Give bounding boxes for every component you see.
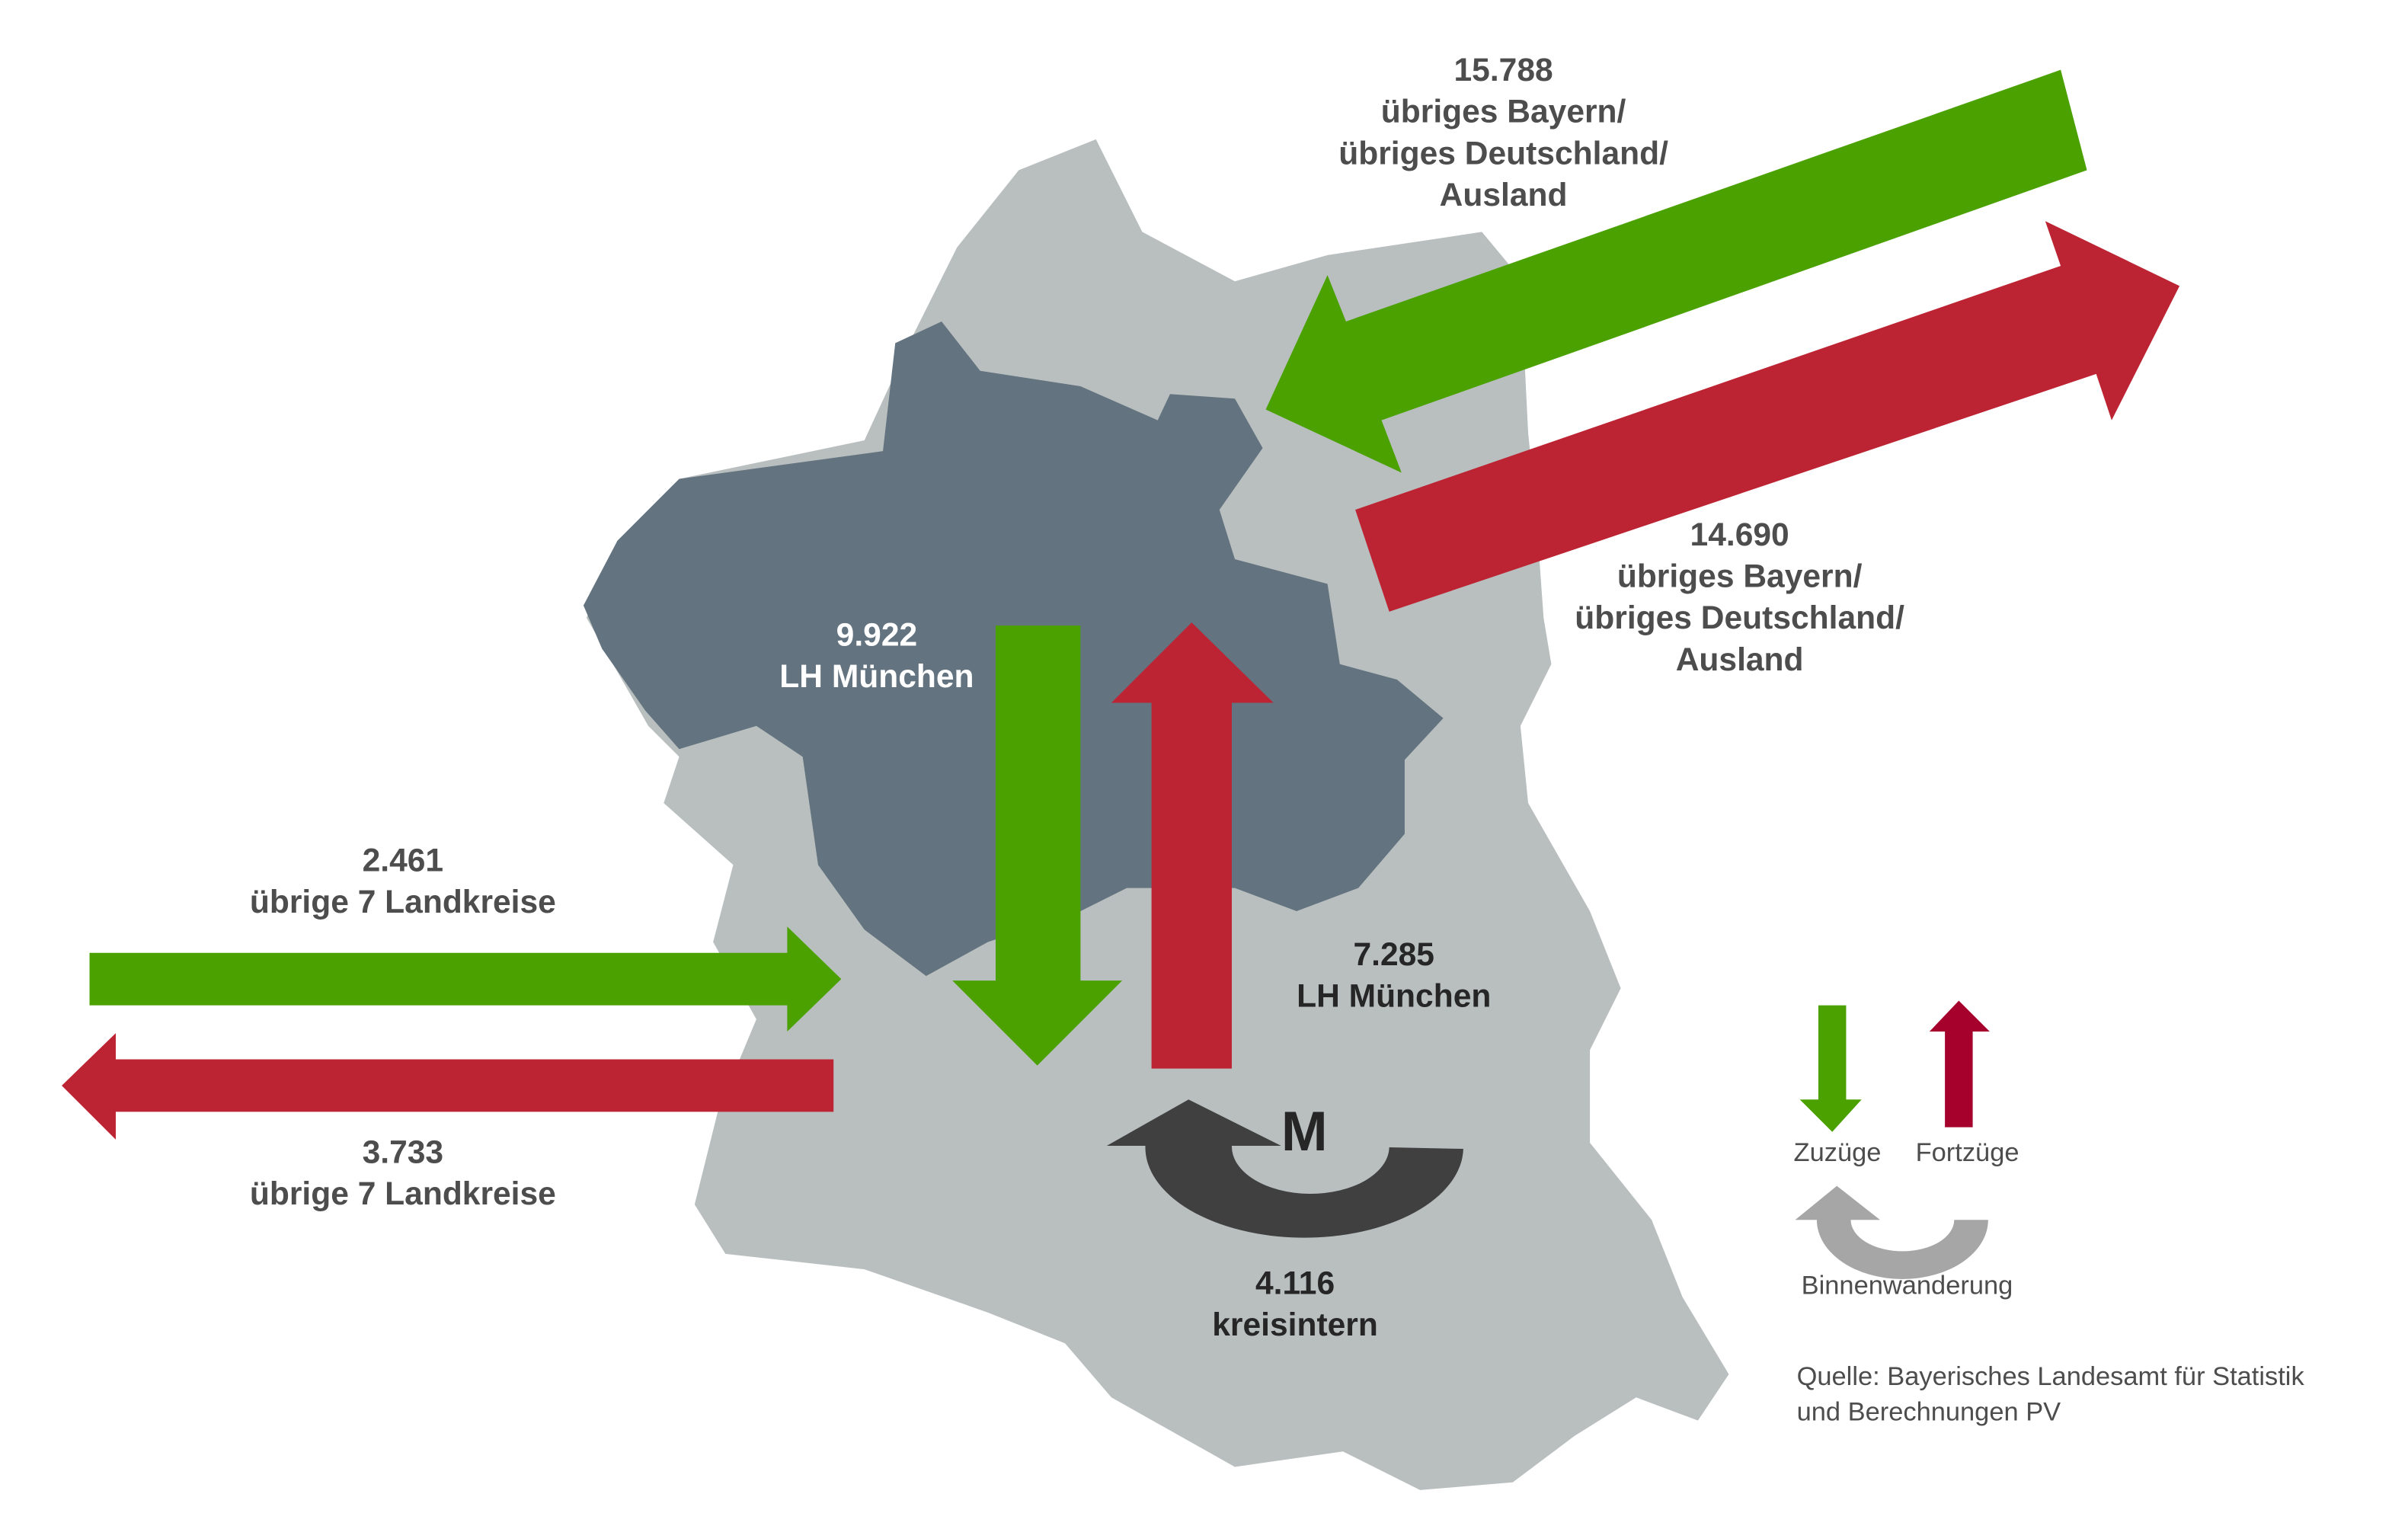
svg-text:Quelle: Bayerisches Landesamt: Quelle: Bayerisches Landesamt für Statis… — [1797, 1362, 2305, 1391]
svg-text:7.285: 7.285 — [1353, 936, 1434, 973]
svg-text:3.733: 3.733 — [363, 1134, 443, 1170]
svg-text:2.461: 2.461 — [363, 842, 443, 878]
internal-migration-arrow — [1106, 1099, 1463, 1238]
legend: Zuzüge Fortzüge Binnenwanderung — [1794, 1000, 2019, 1300]
external-inflow-arrow — [1265, 69, 2087, 473]
legend-inflow-label: Zuzüge — [1794, 1138, 1882, 1167]
svg-text:15.788: 15.788 — [1454, 52, 1553, 88]
city-outflow-arrow — [1111, 622, 1274, 1069]
landkreise-outflow-arrow — [62, 1033, 834, 1140]
svg-text:übriges Bayern/: übriges Bayern/ — [1381, 94, 1626, 130]
svg-text:und Berechnungen PV: und Berechnungen PV — [1797, 1398, 2061, 1427]
landkreise-outflow-label: 3.733 übrige 7 Landkreise — [250, 1134, 556, 1212]
landkreise-inflow-label: 2.461 übrige 7 Landkreise — [250, 842, 556, 920]
legend-outflow-label: Fortzüge — [1916, 1138, 2019, 1167]
source-note: Quelle: Bayerisches Landesamt für Statis… — [1797, 1362, 2305, 1427]
svg-text:Ausland: Ausland — [1440, 177, 1568, 213]
svg-text:LH München: LH München — [779, 658, 974, 695]
landkreise-inflow-arrow — [89, 926, 842, 1032]
svg-text:übrige 7 Landkreise: übrige 7 Landkreise — [250, 1176, 556, 1212]
svg-text:kreisintern: kreisintern — [1212, 1307, 1378, 1343]
svg-text:4.116: 4.116 — [1255, 1265, 1335, 1302]
map-marker-m: M — [1281, 1101, 1328, 1163]
legend-outflow-arrow-icon — [1929, 1000, 1990, 1128]
svg-text:9.922: 9.922 — [836, 616, 917, 653]
city-outflow-label: 7.285 LH München — [1297, 936, 1491, 1015]
external-outflow-label: 14.690 übriges Bayern/ übriges Deutschla… — [1575, 517, 1904, 678]
svg-text:übriges Deutschland/: übriges Deutschland/ — [1338, 135, 1668, 171]
internal-migration-label: 4.116 kreisintern — [1212, 1265, 1378, 1344]
external-outflow-arrow — [1355, 221, 2180, 612]
svg-text:übriges Bayern/: übriges Bayern/ — [1617, 558, 1863, 594]
svg-text:übrige 7 Landkreise: übrige 7 Landkreise — [250, 884, 556, 920]
city-inflow-arrow — [952, 625, 1123, 1066]
city-inflow-label: 9.922 LH München — [779, 616, 974, 695]
svg-text:LH München: LH München — [1297, 978, 1491, 1015]
legend-internal-label: Binnenwanderung — [1802, 1272, 2013, 1300]
svg-text:übriges Deutschland/: übriges Deutschland/ — [1575, 600, 1904, 636]
svg-text:Ausland: Ausland — [1676, 641, 1804, 678]
legend-internal-arrow-icon — [1795, 1185, 1988, 1279]
svg-text:14.690: 14.690 — [1690, 517, 1789, 553]
legend-inflow-arrow-icon — [1799, 1005, 1862, 1132]
external-inflow-label: 15.788 übriges Bayern/ übriges Deutschla… — [1338, 52, 1668, 213]
